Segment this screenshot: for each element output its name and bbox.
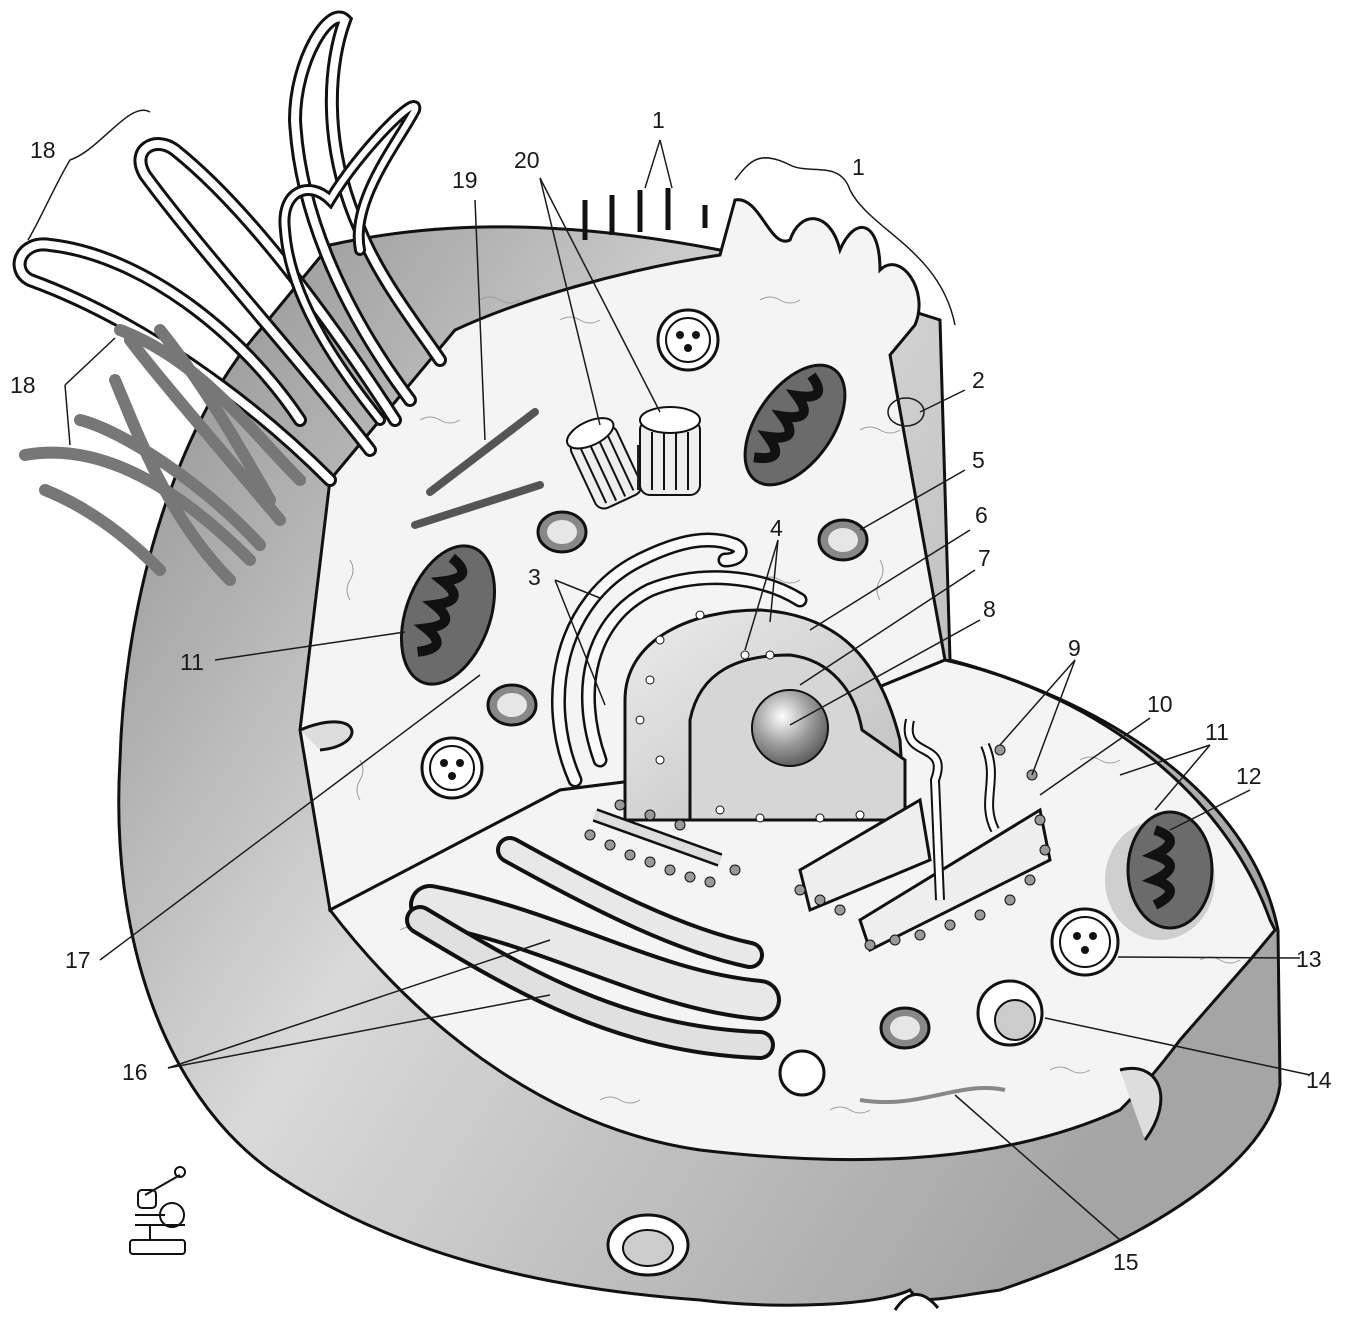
small-vesicle — [780, 1051, 824, 1095]
label-2: 2 — [972, 367, 985, 393]
label-11-right: 11 — [1205, 719, 1229, 745]
label-14: 14 — [1306, 1067, 1332, 1093]
label-13: 13 — [1296, 946, 1322, 972]
label-18-left: 18 — [10, 372, 36, 398]
label-18-top: 18 — [30, 137, 56, 163]
label-4: 4 — [770, 515, 783, 541]
microscope-icon — [130, 1167, 185, 1254]
lysosome-2 — [538, 512, 586, 552]
label-11-left: 11 — [180, 649, 204, 675]
vesicle-left — [422, 738, 482, 798]
label-16: 16 — [122, 1059, 148, 1085]
lysosome-3 — [488, 685, 536, 725]
vesicle-right — [1052, 909, 1118, 975]
label-9: 9 — [1068, 635, 1081, 661]
label-8: 8 — [983, 596, 996, 622]
lysosome-4 — [881, 1008, 929, 1048]
label-12: 12 — [1236, 763, 1262, 789]
label-3: 3 — [528, 564, 541, 590]
label-17: 17 — [65, 947, 91, 973]
lysosome-1 — [819, 520, 867, 560]
label-6: 6 — [975, 502, 988, 528]
pinocytic-vesicle-bottom — [608, 1215, 688, 1275]
brace-18 — [28, 110, 150, 240]
label-7: 7 — [978, 545, 991, 571]
label-15: 15 — [1113, 1249, 1139, 1275]
vesicle-top — [658, 310, 718, 370]
label-1-microvilli: 1 — [652, 107, 665, 133]
label-19: 19 — [452, 167, 478, 193]
label-10: 10 — [1147, 691, 1173, 717]
label-1-microvilli-brace: 1 — [852, 154, 865, 180]
label-20: 20 — [514, 147, 540, 173]
pinocytic-vesicle-right — [978, 981, 1042, 1045]
label-5: 5 — [972, 447, 985, 473]
